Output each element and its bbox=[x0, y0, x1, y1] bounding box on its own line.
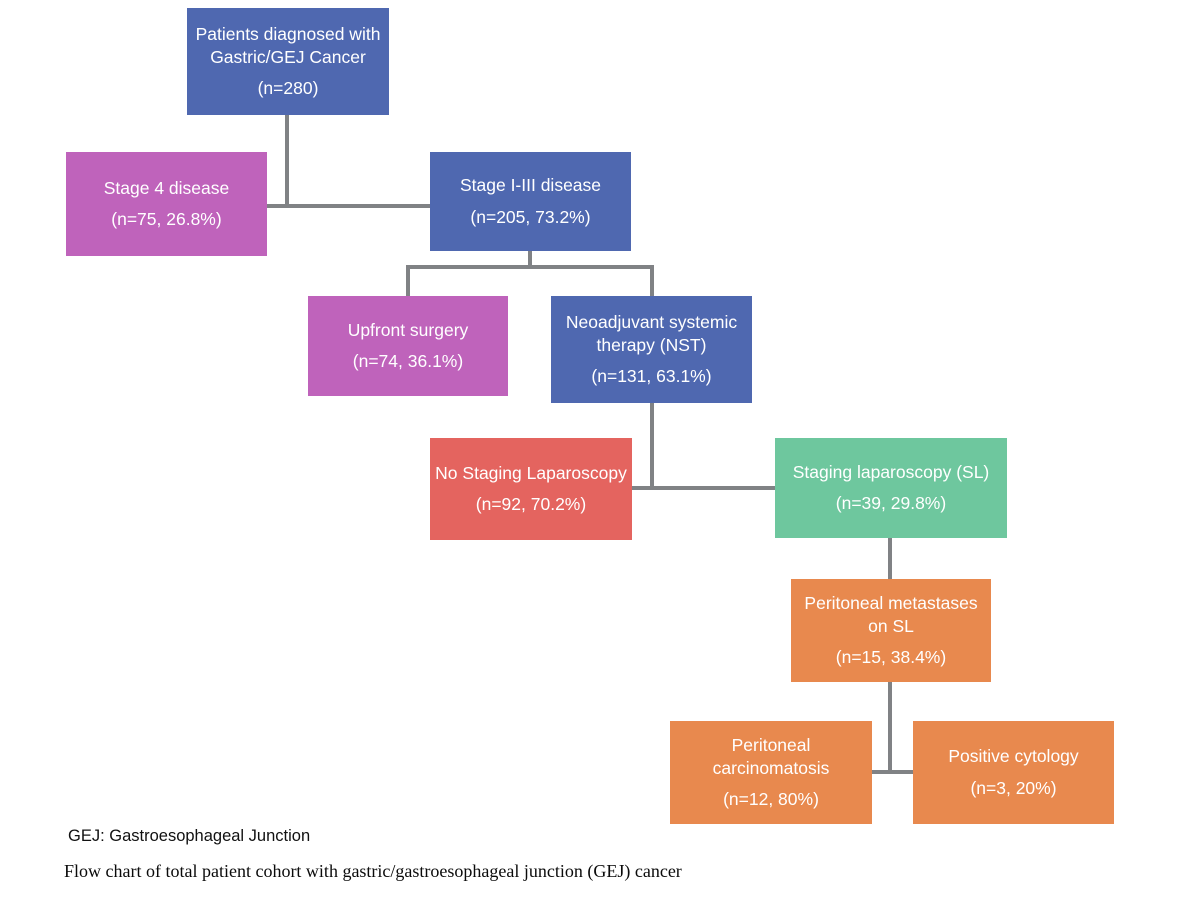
connector-level3-horizontal bbox=[630, 486, 778, 490]
node-staging-laparoscopy[interactable]: Staging laparoscopy (SL) (n=39, 29.8%) bbox=[775, 438, 1007, 538]
node-count: (n=15, 38.4%) bbox=[835, 647, 947, 668]
node-peritoneal-metastases-on-sl[interactable]: Peritoneal metastases on SL (n=15, 38.4%… bbox=[791, 579, 991, 682]
node-count: (n=12, 80%) bbox=[723, 789, 819, 810]
node-count: (n=3, 20%) bbox=[970, 777, 1057, 798]
node-line-2: therapy (NST) bbox=[596, 334, 707, 355]
node-stage-4-disease[interactable]: Stage 4 disease (n=75, 26.8%) bbox=[66, 152, 267, 256]
node-count: (n=92, 70.2%) bbox=[475, 494, 587, 515]
node-line-2: Gastric/GEJ Cancer bbox=[210, 46, 366, 67]
node-line-1: Neoadjuvant systemic bbox=[565, 312, 738, 332]
connector-stage123-stem bbox=[528, 250, 532, 269]
node-patients-diagnosed[interactable]: Patients diagnosed with Gastric/GEJ Canc… bbox=[187, 8, 389, 115]
node-count: (n=280) bbox=[257, 78, 319, 99]
connector-peritoneal-mets-stem bbox=[888, 682, 892, 774]
connector-level2-right-drop bbox=[650, 265, 654, 298]
node-line-1: Positive cytology bbox=[948, 746, 1079, 767]
node-line-2: carcinomatosis bbox=[712, 757, 830, 778]
connector-level2-left-drop bbox=[406, 265, 410, 298]
connector-cohort-stem bbox=[285, 115, 289, 208]
node-line-1: Stage I-III disease bbox=[459, 175, 602, 196]
node-line-1: No Staging Laparoscopy bbox=[435, 462, 627, 483]
node-line-1: Stage 4 disease bbox=[103, 177, 230, 198]
connector-level4-horizontal bbox=[872, 770, 916, 774]
figure-caption: Flow chart of total patient cohort with … bbox=[64, 861, 682, 881]
node-count: (n=131, 63.1%) bbox=[591, 366, 712, 387]
connector-nst-stem bbox=[650, 403, 654, 490]
node-positive-cytology[interactable]: Positive cytology (n=3, 20%) bbox=[913, 721, 1114, 824]
connector-sl-to-peritoneal-mets bbox=[888, 538, 892, 580]
node-stage-1-3-disease[interactable]: Stage I-III disease (n=205, 73.2%) bbox=[430, 152, 631, 251]
node-line-1: Peritoneal bbox=[731, 735, 811, 755]
node-line-1: Upfront surgery bbox=[347, 319, 469, 340]
node-line-1: Peritoneal metastases bbox=[804, 593, 978, 613]
connector-level1-horizontal bbox=[266, 204, 432, 208]
node-upfront-surgery[interactable]: Upfront surgery (n=74, 36.1%) bbox=[308, 296, 508, 396]
node-no-staging-laparoscopy[interactable]: No Staging Laparoscopy (n=92, 70.2%) bbox=[430, 438, 632, 540]
node-line-1: Patients diagnosed with bbox=[195, 24, 381, 44]
node-line-2: on SL bbox=[868, 615, 914, 636]
node-neoadjuvant-systemic-therapy[interactable]: Neoadjuvant systemic therapy (NST) (n=13… bbox=[551, 296, 752, 403]
abbreviation-note: GEJ: Gastroesophageal Junction bbox=[68, 827, 311, 845]
node-count: (n=74, 36.1%) bbox=[352, 351, 464, 372]
connector-level2-horizontal bbox=[406, 265, 654, 269]
node-count: (n=39, 29.8%) bbox=[835, 493, 947, 514]
node-count: (n=75, 26.8%) bbox=[111, 209, 222, 230]
node-count: (n=205, 73.2%) bbox=[470, 206, 591, 227]
node-line-1: Staging laparoscopy (SL) bbox=[792, 461, 990, 482]
node-peritoneal-carcinomatosis[interactable]: Peritoneal carcinomatosis (n=12, 80%) bbox=[670, 721, 872, 824]
